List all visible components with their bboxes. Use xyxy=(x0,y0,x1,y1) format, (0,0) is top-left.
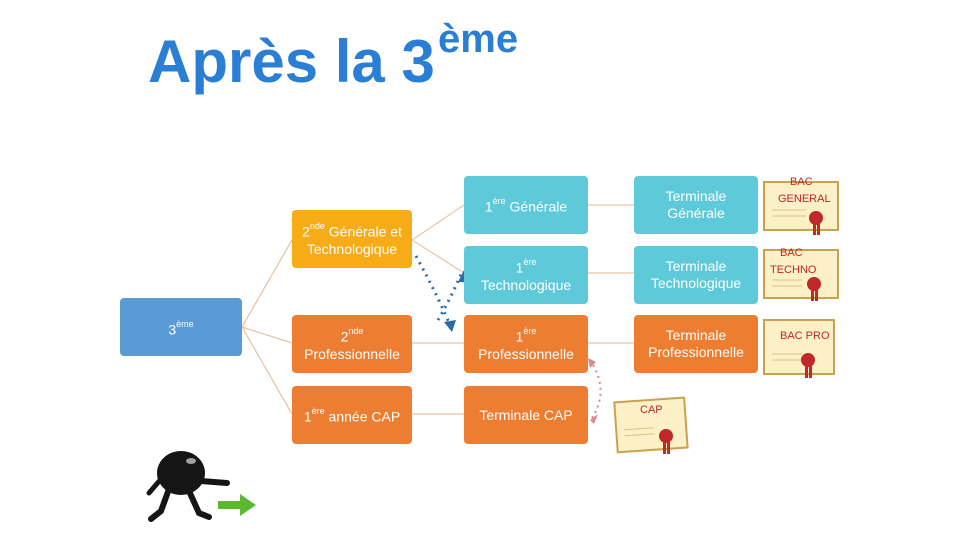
pointing-figure-icon xyxy=(145,445,265,529)
page-title: Après la 3 ème xyxy=(148,22,568,102)
node-3eme: 3ème xyxy=(120,298,242,356)
node-1ere-pro: 1ère Professionnelle xyxy=(464,315,588,373)
node-2nde-pro: 2nde Professionnelle xyxy=(292,315,412,373)
certificate-bac-general: BAC GENERAL xyxy=(762,176,842,238)
node-terminale-cap: Terminale CAP xyxy=(464,386,588,444)
certificate-cap: CAP xyxy=(610,396,692,460)
diploma-icon xyxy=(763,319,835,378)
certificate-bac-techno: BAC TECHNO xyxy=(762,246,842,308)
node-1ere-cap: 1ère année CAP xyxy=(292,386,412,444)
diploma-icon xyxy=(763,181,839,235)
title-sup: ème xyxy=(438,22,518,61)
arrow-right-icon xyxy=(218,494,256,516)
node-1ere-techno: 1ère Technologique xyxy=(464,246,588,304)
diploma-icon xyxy=(613,396,689,454)
node-terminale-pro: Terminale Professionnelle xyxy=(634,315,758,373)
node-terminale-generale: Terminale Générale xyxy=(634,176,758,234)
node-1ere-generale: 1ère Générale xyxy=(464,176,588,234)
title-main: Après la 3 xyxy=(148,28,435,95)
node-2nde-gt: 2nde Générale et Technologique xyxy=(292,210,412,268)
diploma-icon xyxy=(763,249,839,301)
node-terminale-techno: Terminale Technologique xyxy=(634,246,758,304)
certificate-bac-pro: BAC PRO xyxy=(762,316,842,382)
